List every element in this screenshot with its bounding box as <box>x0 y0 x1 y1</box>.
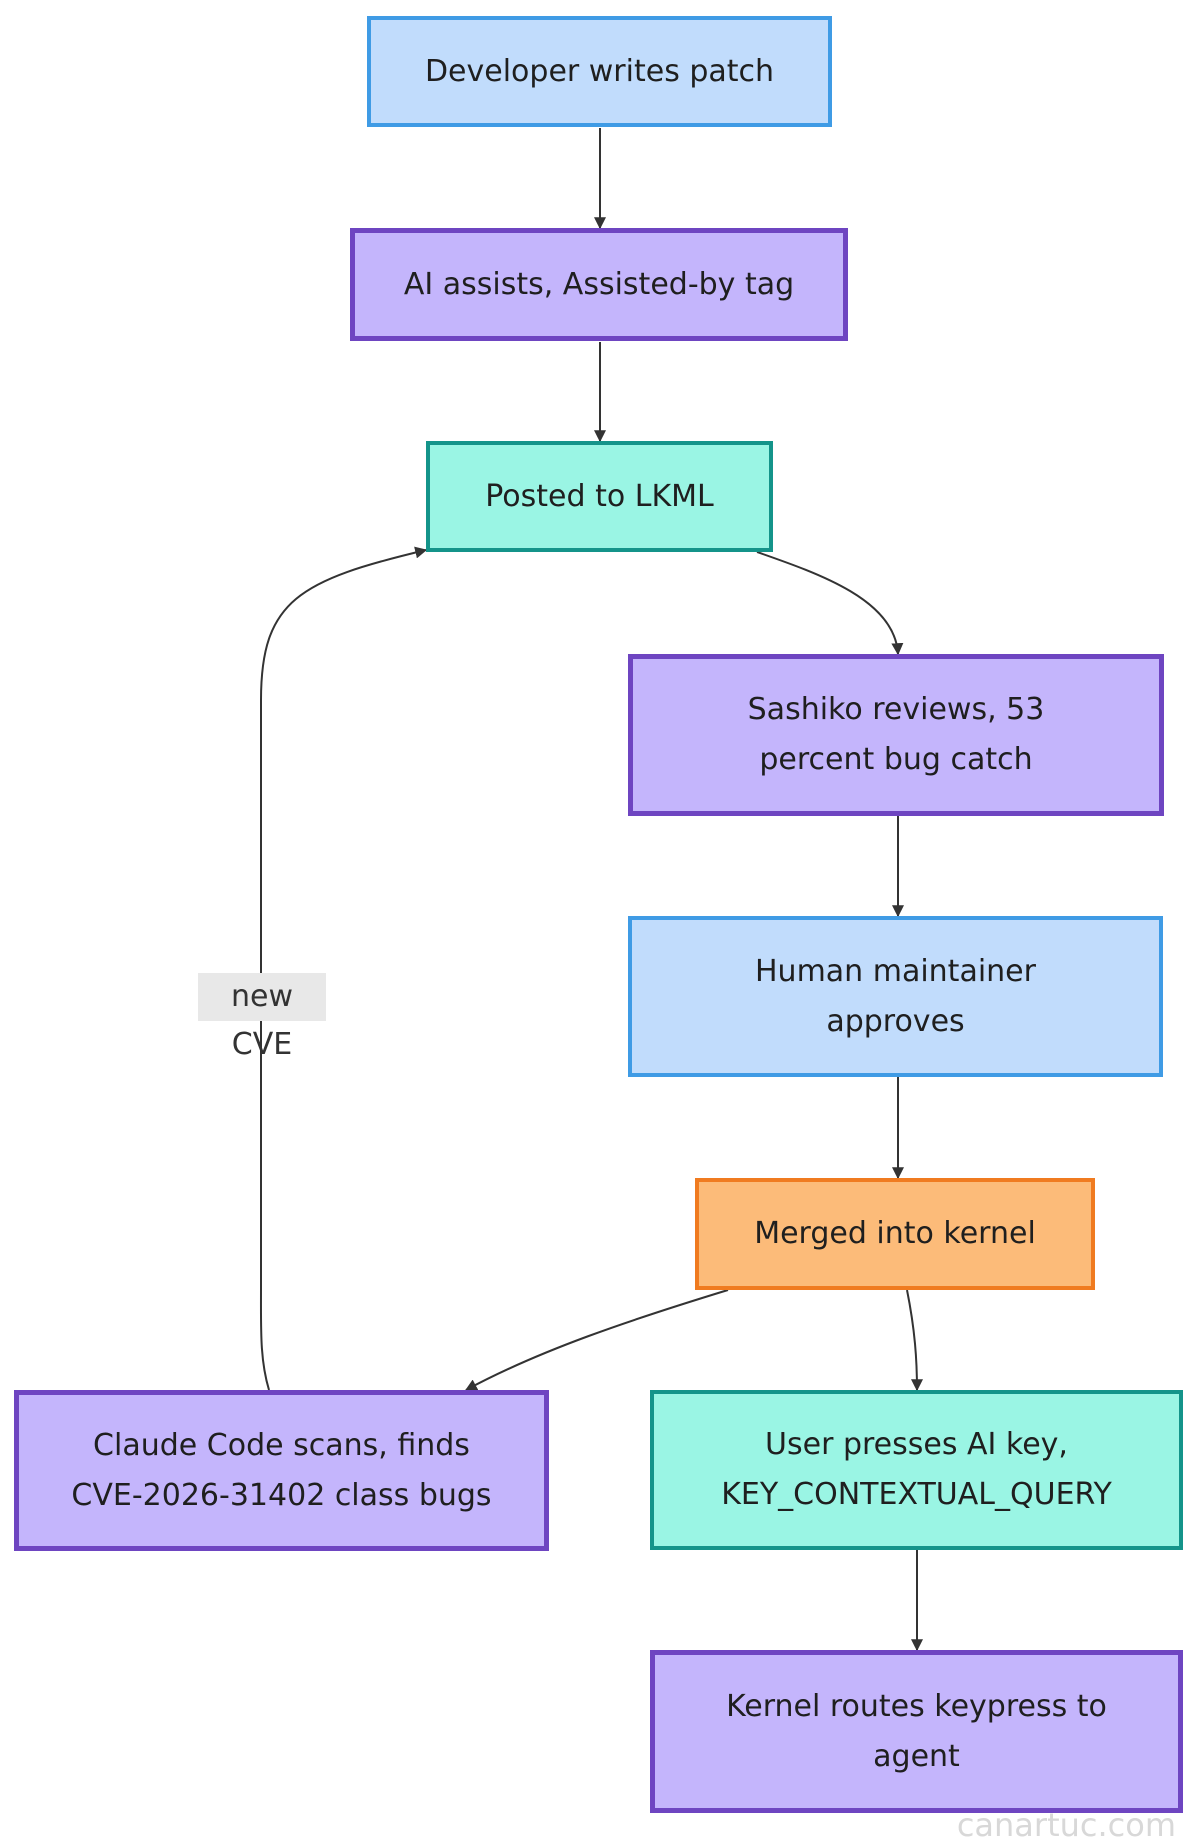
edge-merged-to-claude <box>464 1289 729 1391</box>
node-ai-assists: AI assists, Assisted-by tag <box>350 228 848 341</box>
node-label: User presses AI key, KEY_CONTEXTUAL_QUER… <box>721 1427 1112 1512</box>
edge-merged-to-ai-key <box>906 1289 923 1392</box>
edge-claude-to-lkml <box>259 546 428 1391</box>
node-developer-writes-patch: Developer writes patch <box>367 16 832 127</box>
node-label: Sashiko reviews, 53 percent bug catch <box>747 692 1045 777</box>
node-user-presses-ai-key: User presses AI key, KEY_CONTEXTUAL_QUER… <box>650 1390 1183 1550</box>
node-posted-to-lkml: Posted to LKML <box>426 441 773 552</box>
node-merged-into-kernel: Merged into kernel <box>695 1178 1095 1290</box>
node-label: Developer writes patch <box>424 53 775 89</box>
node-kernel-routes-keypress: Kernel routes keypress to agent <box>650 1650 1183 1813</box>
node-human-maintainer: Human maintainer approves <box>628 916 1163 1077</box>
edge-label-new-cve: new CVE <box>198 973 326 1062</box>
node-label: AI assists, Assisted-by tag <box>403 266 795 302</box>
edge-lkml-to-sashiko <box>756 551 904 656</box>
node-label: Claude Code scans, finds CVE-2026-31402 … <box>71 1427 492 1513</box>
watermark: canartuc.com <box>956 1806 1176 1844</box>
node-label: Posted to LKML <box>485 478 714 514</box>
node-claude-code-scans: Claude Code scans, finds CVE-2026-31402 … <box>14 1390 549 1551</box>
node-label: Merged into kernel <box>754 1216 1036 1251</box>
node-sashiko-reviews: Sashiko reviews, 53 percent bug catch <box>628 654 1164 816</box>
node-label: Kernel routes keypress to agent <box>726 1688 1107 1774</box>
node-label: Human maintainer approves <box>755 953 1036 1039</box>
